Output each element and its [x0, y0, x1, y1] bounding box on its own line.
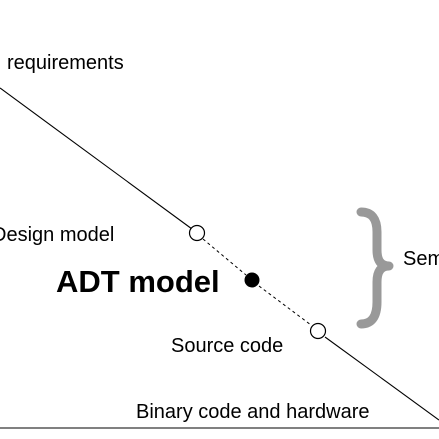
binary-code-label: Binary code and hardware: [136, 401, 369, 423]
source-code-node: [309, 322, 327, 340]
design-model-node: [188, 224, 206, 242]
adt-model-node: [244, 272, 260, 288]
semantic-gap-brace: [356, 207, 394, 329]
adt-model-label: ADT model: [56, 264, 220, 299]
semantic-gap-label: Sem: [403, 248, 439, 270]
requirements-label: requirements: [7, 52, 124, 74]
design-model-label: Design model: [0, 224, 114, 246]
requirements-to-design-line: [0, 87, 193, 230]
adt-to-source-dashed-line: [258, 285, 312, 326]
source-to-binary-line: [324, 336, 439, 421]
source-code-label: Source code: [171, 335, 283, 357]
